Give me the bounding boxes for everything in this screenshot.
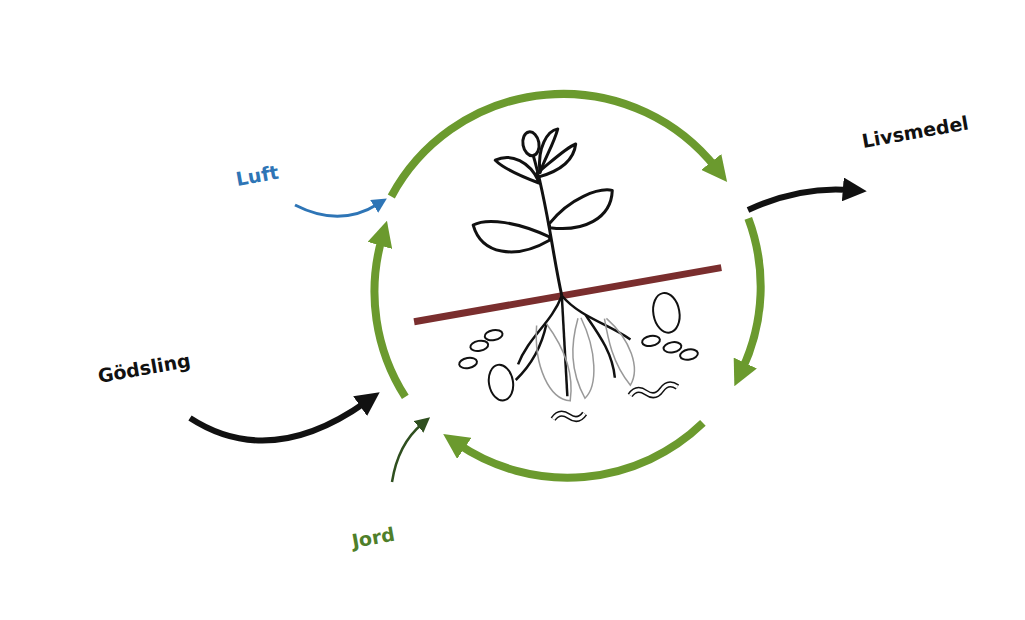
- output-arrow: [748, 189, 850, 210]
- soil-label: Jord: [350, 523, 396, 553]
- air-label: Luft: [234, 161, 280, 191]
- food-label: Livsmedel: [860, 111, 970, 152]
- soil-arrow: [392, 424, 422, 482]
- fertilizer-label: Gödsling: [96, 349, 192, 388]
- plant-illustration: [385, 103, 743, 444]
- cycle-arrows: [374, 94, 760, 478]
- fertilizer-arrow: [190, 402, 366, 441]
- air-arrow: [295, 204, 378, 216]
